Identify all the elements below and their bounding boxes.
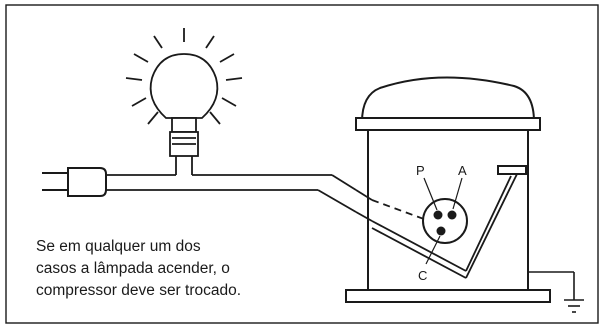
caption-line-3: compressor deve ser trocado. bbox=[36, 282, 242, 299]
power-cord bbox=[106, 156, 519, 279]
plug-icon bbox=[42, 167, 107, 197]
terminal-label-p: P bbox=[416, 163, 425, 178]
terminal-label-c: C bbox=[418, 268, 427, 283]
diagram-caption: Se em qualquer um dos casos a lâmpada ac… bbox=[36, 236, 336, 302]
caption-line-1: Se em qualquer um dos bbox=[36, 238, 201, 255]
caption-line-2: casos a lâmpada acender, o bbox=[36, 260, 230, 277]
compressor-icon bbox=[345, 76, 551, 303]
lamp-icon bbox=[125, 28, 243, 157]
diagram-frame bbox=[5, 4, 599, 324]
terminal-p bbox=[433, 210, 443, 220]
terminal-a bbox=[447, 210, 457, 220]
terminal-c bbox=[436, 226, 446, 236]
ground-icon bbox=[528, 271, 584, 313]
terminal-leaders bbox=[423, 177, 463, 265]
terminal-label-a: A bbox=[458, 163, 467, 178]
terminal-block bbox=[422, 198, 468, 244]
